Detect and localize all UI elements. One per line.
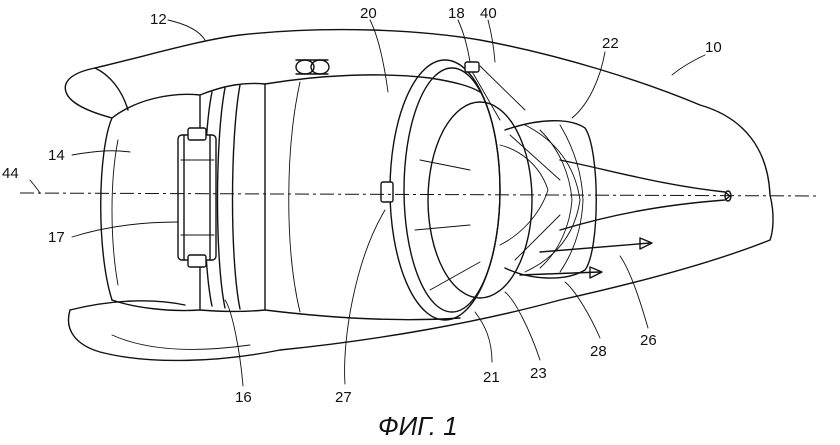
lobed-mixer	[499, 120, 597, 279]
callout-21: 21	[483, 369, 500, 386]
callout-16: 16	[235, 389, 252, 406]
core-body	[264, 74, 481, 321]
callout-18: 18	[448, 5, 465, 22]
flange-ring	[177, 82, 266, 313]
callout-28: 28	[590, 343, 607, 360]
callout-20: 20	[360, 5, 377, 22]
callout-12: 12	[150, 11, 167, 28]
callout-10: 10	[705, 39, 722, 56]
center-axis	[19, 192, 821, 197]
callout-14: 14	[48, 147, 65, 164]
leader-lines	[29, 19, 706, 387]
callout-22: 22	[602, 35, 619, 52]
callout-27: 27	[335, 389, 352, 406]
flow-arrows	[519, 237, 653, 279]
callout-44: 44	[2, 165, 19, 182]
figure-caption: ФИГ. 1	[378, 411, 458, 441]
callout-26: 26	[640, 332, 657, 349]
callout-23: 23	[530, 365, 547, 382]
callout-17: 17	[48, 229, 65, 246]
frame-ring	[380, 59, 533, 321]
outer-nacelle	[64, 28, 774, 362]
callout-40: 40	[480, 5, 497, 22]
